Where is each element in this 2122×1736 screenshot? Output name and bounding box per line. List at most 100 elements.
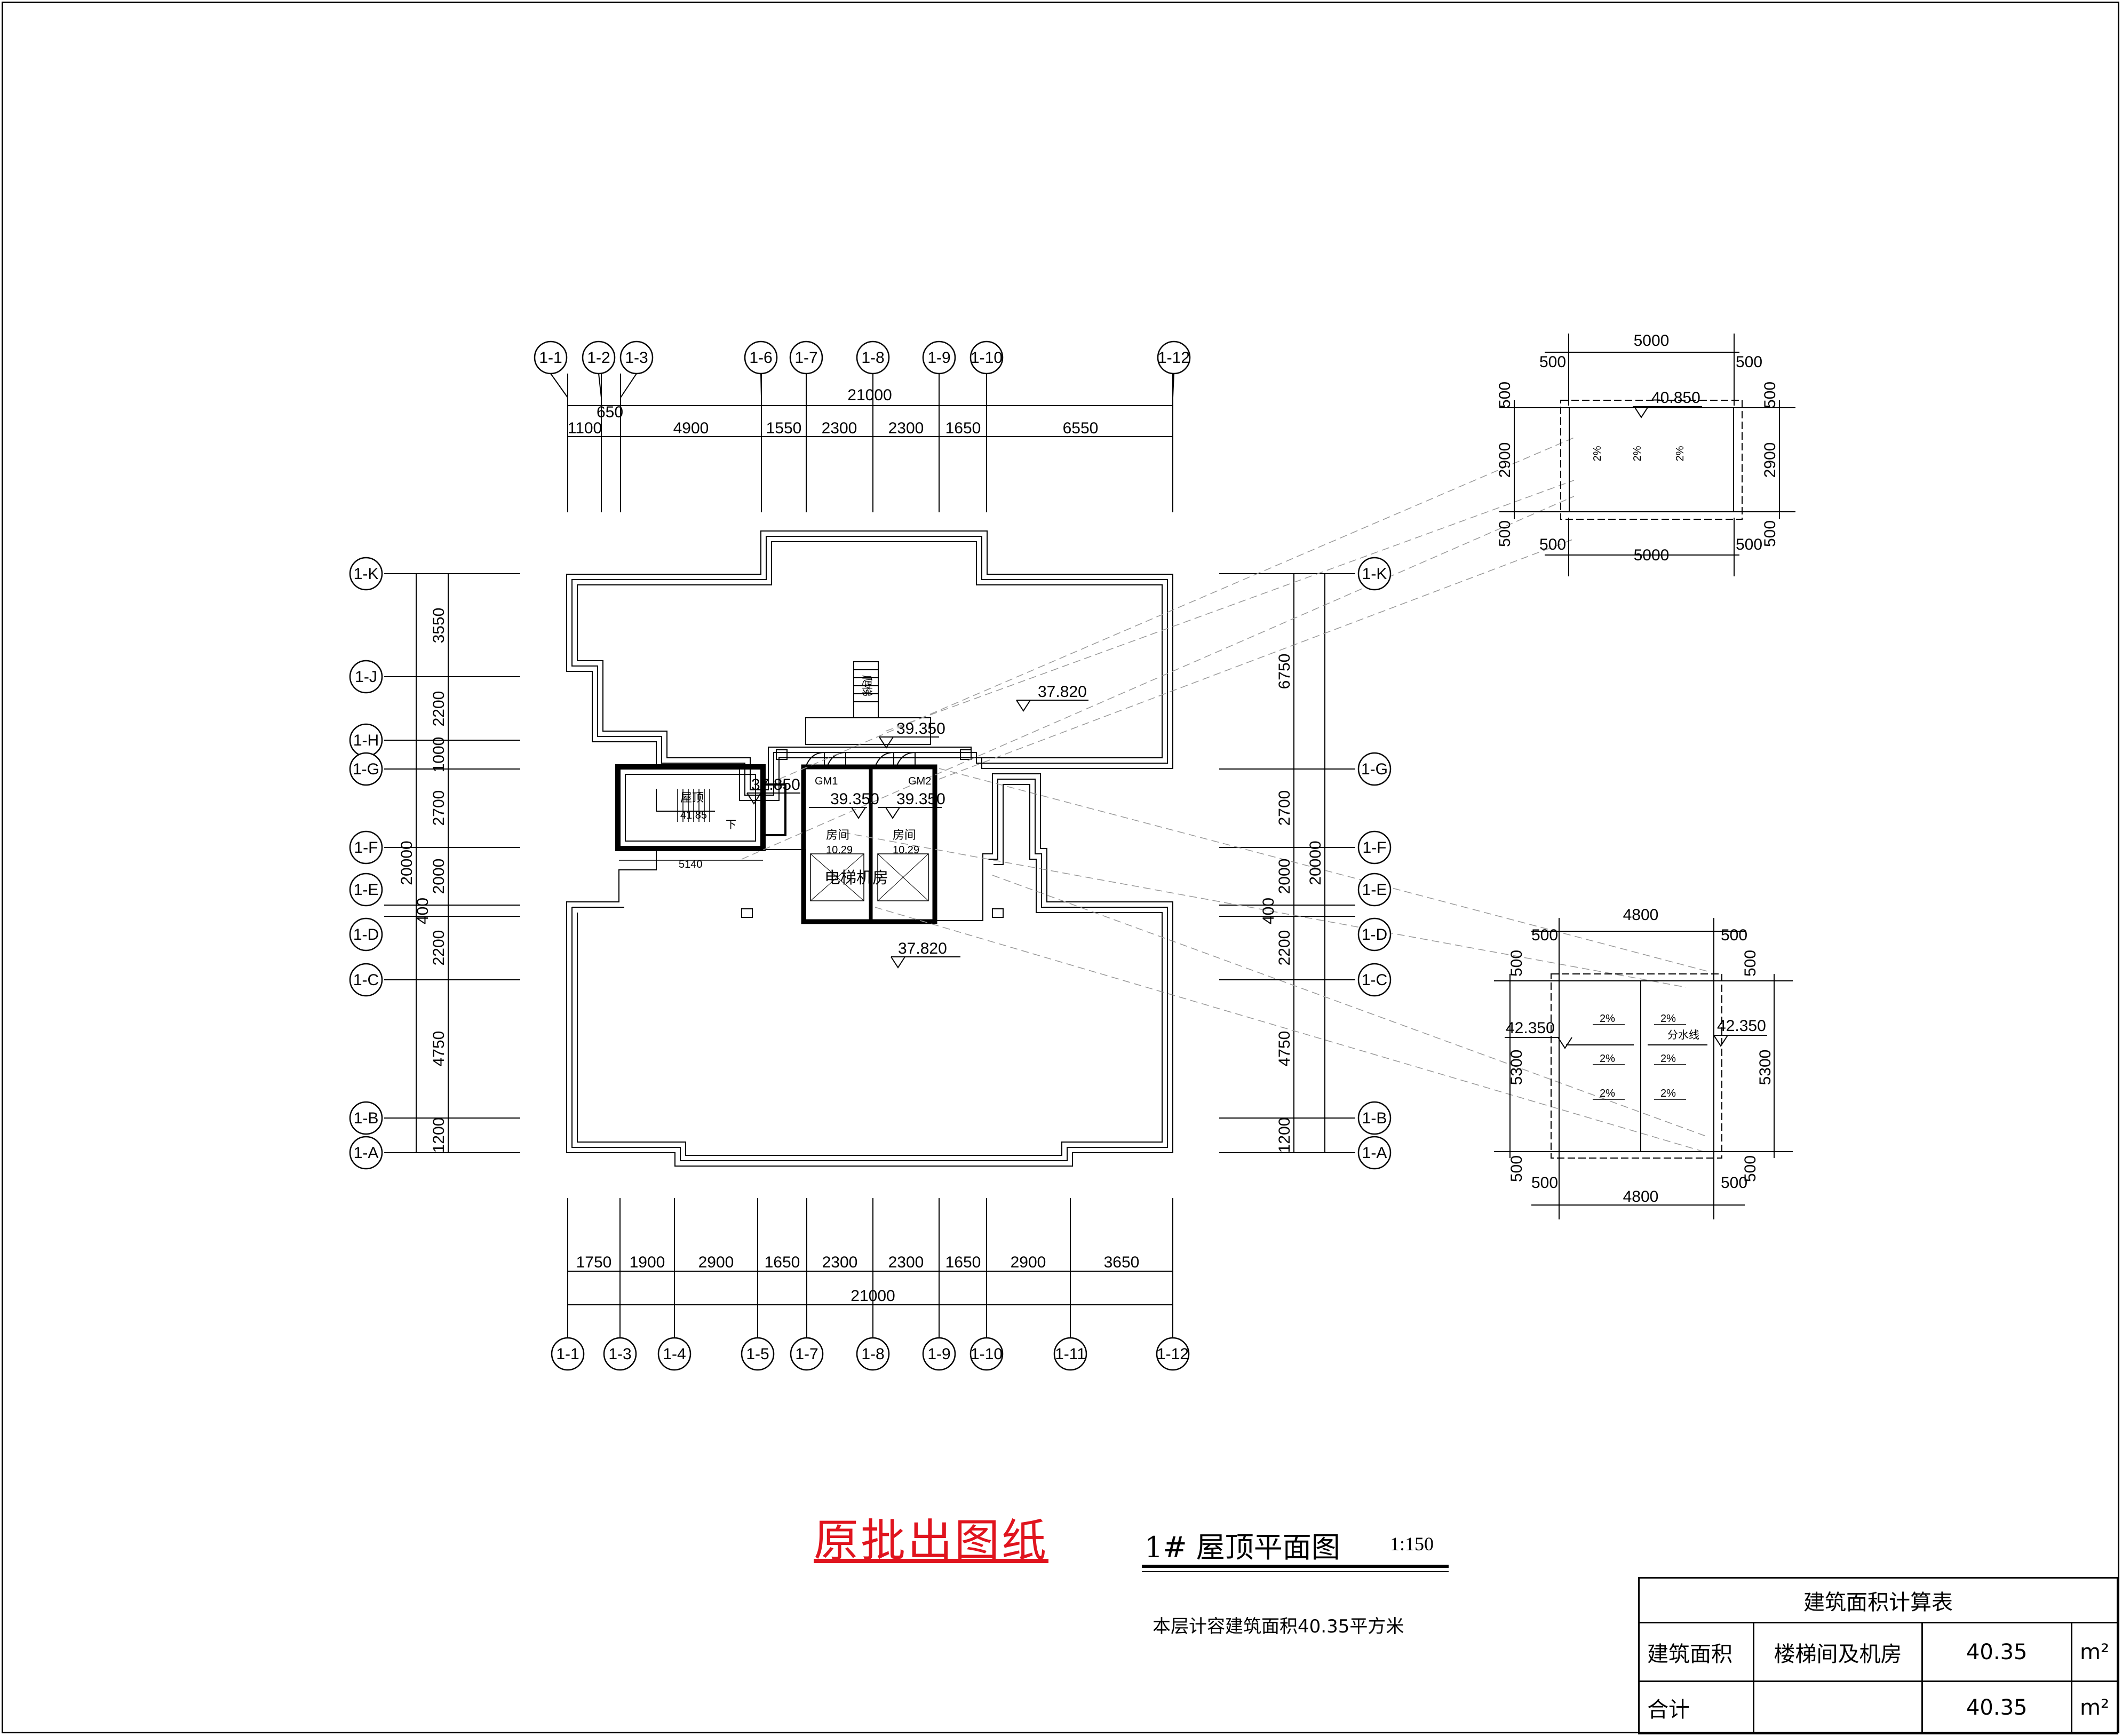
axis-bubble-left-1-G bbox=[349, 752, 383, 786]
dl-slope-3: 2% bbox=[1600, 1053, 1615, 1065]
top-dim-8: 6550 bbox=[1063, 419, 1099, 437]
bottom-dim-4: 1650 bbox=[765, 1254, 800, 1271]
top-total-dim: 21000 bbox=[847, 386, 892, 404]
du-margin-l: 500 bbox=[1539, 353, 1566, 371]
axis-bubble-top-1-8 bbox=[856, 340, 890, 375]
axis-bubble-bottom-1-11-label: 1-11 bbox=[1055, 1345, 1086, 1363]
axis-bubble-bottom-1-10-label: 1-10 bbox=[971, 1345, 1003, 1363]
left-dim-2: 2200 bbox=[430, 691, 448, 727]
du-left-3: 500 bbox=[1496, 520, 1514, 547]
table-row2-value: 40.35 bbox=[1921, 1680, 2072, 1734]
table-row2-item bbox=[1753, 1680, 1923, 1734]
top-dim-7: 1650 bbox=[945, 419, 981, 437]
table-row2-unit: m² bbox=[2071, 1680, 2118, 1734]
axis-bubble-right-1-D-label: 1-D bbox=[1362, 926, 1387, 944]
dl-slope-1: 2% bbox=[1600, 1013, 1615, 1025]
du-top: 5000 bbox=[1634, 332, 1670, 350]
table-title: 建筑面积计算表 bbox=[1638, 1577, 2118, 1623]
axis-bubble-top-1-3 bbox=[619, 340, 654, 375]
axis-bubble-left-1-J-label: 1-J bbox=[355, 668, 377, 686]
right-dim-4: 400 bbox=[1260, 898, 1277, 924]
right-total-dim: 20000 bbox=[1307, 841, 1324, 885]
axis-bubble-bottom-1-7 bbox=[790, 1337, 824, 1371]
axis-bubble-bottom-1-9-label: 1-9 bbox=[927, 1345, 950, 1363]
elevator-machine-room bbox=[801, 717, 937, 924]
dl-bottom: 4800 bbox=[1623, 1188, 1659, 1206]
stair-room bbox=[615, 764, 786, 861]
axis-bubble-top-1-7 bbox=[789, 340, 823, 375]
ladder-label: 爬梯 bbox=[861, 675, 873, 696]
elev-machine-top: 39.350 bbox=[896, 720, 945, 738]
detail-lower-box bbox=[1494, 918, 1793, 1219]
axis-bubble-bottom-1-12-label: 1-12 bbox=[1157, 1345, 1189, 1363]
axis-bubble-left-1-E-label: 1-E bbox=[354, 881, 379, 899]
elev-roof-upper: 37.820 bbox=[1038, 683, 1087, 701]
stair-dim-5140: 5140 bbox=[679, 859, 703, 870]
axis-bubble-right-1-A bbox=[1357, 1136, 1392, 1170]
axis-bubble-right-1-K bbox=[1357, 557, 1392, 591]
room2-label: 房间 bbox=[893, 829, 916, 842]
axis-bubble-left-1-G-label: 1-G bbox=[353, 760, 379, 778]
axis-bubble-top-1-3-leader bbox=[620, 373, 637, 398]
axis-bubble-left-1-E bbox=[349, 873, 383, 907]
roof-ladder bbox=[853, 661, 879, 718]
dl-right-3: 500 bbox=[1742, 1155, 1759, 1182]
area-calculation-table: 建筑面积计算表 建筑面积 楼梯间及机房 40.35 m² 合计 40.35 m² bbox=[1638, 1577, 2118, 1734]
room1-value: 10.29 bbox=[826, 844, 853, 856]
left-dim-1: 3550 bbox=[430, 608, 448, 644]
left-dim-3: 1000 bbox=[430, 737, 448, 773]
dl-right-1: 500 bbox=[1742, 950, 1759, 977]
dl-margin-r: 500 bbox=[1721, 926, 1747, 944]
drawing-title: 1# 屋顶平面图 bbox=[1145, 1531, 1340, 1564]
right-axis-extension-lines bbox=[1219, 573, 1355, 1153]
top-dim-2: 650 bbox=[597, 403, 623, 421]
left-total-dim: 20000 bbox=[398, 841, 416, 885]
axis-bubble-top-1-8-label: 1-8 bbox=[861, 349, 884, 367]
bottom-dim-7: 1650 bbox=[945, 1254, 981, 1271]
dl-slope-2: 2% bbox=[1660, 1013, 1676, 1025]
stair-room-elev: 41.85 bbox=[680, 810, 707, 821]
axis-bubble-bottom-1-10 bbox=[969, 1337, 1004, 1371]
axis-bubble-top-1-2-leader bbox=[598, 373, 602, 398]
right-dim-3: 2000 bbox=[1276, 859, 1293, 894]
left-dim-4: 2700 bbox=[430, 790, 448, 826]
axis-bubble-bottom-1-1-label: 1-1 bbox=[556, 1345, 579, 1363]
dl-top: 4800 bbox=[1623, 906, 1659, 924]
table-row1-unit: m² bbox=[2071, 1622, 2118, 1682]
du-slope-2: 2% bbox=[1632, 446, 1643, 461]
axis-bubble-left-1-D bbox=[349, 917, 383, 952]
du-right-2: 2900 bbox=[1761, 442, 1779, 478]
left-axis-extension-lines bbox=[384, 573, 520, 1153]
bottom-dim-6: 2300 bbox=[888, 1254, 924, 1271]
lower-roof-outline bbox=[566, 773, 1173, 1167]
elev-roof-lower: 37.820 bbox=[898, 940, 947, 957]
bottom-dim-8: 2900 bbox=[1011, 1254, 1046, 1271]
projection-lines bbox=[741, 437, 1708, 1153]
axis-bubble-top-1-10-label: 1-10 bbox=[971, 349, 1003, 367]
du-left-2: 2900 bbox=[1496, 442, 1514, 478]
axis-bubble-right-1-G-label: 1-G bbox=[1361, 760, 1388, 778]
detail-upper-box bbox=[1499, 334, 1795, 576]
du-right-3: 500 bbox=[1761, 520, 1779, 547]
bottom-dim-2: 1900 bbox=[630, 1254, 665, 1271]
dl-left-2: 5300 bbox=[1508, 1050, 1525, 1085]
axis-bubble-left-1-A bbox=[349, 1136, 383, 1170]
left-dim-6: 400 bbox=[414, 898, 432, 924]
du-margin-bl: 500 bbox=[1539, 536, 1566, 553]
du-right-1: 500 bbox=[1761, 382, 1779, 408]
axis-bubble-left-1-C bbox=[349, 963, 383, 997]
axis-bubble-bottom-1-4 bbox=[657, 1337, 692, 1371]
left-dim-9: 1200 bbox=[430, 1117, 448, 1153]
right-dim-1: 6750 bbox=[1276, 654, 1293, 689]
approval-stamp: 原批出图纸 bbox=[814, 1515, 1049, 1567]
right-dim-2: 2700 bbox=[1276, 790, 1293, 826]
axis-bubble-bottom-1-9 bbox=[922, 1337, 956, 1371]
axis-bubble-top-1-2-label: 1-2 bbox=[587, 349, 610, 367]
dl-margin-br: 500 bbox=[1721, 1174, 1747, 1192]
table-row1-item: 楼梯间及机房 bbox=[1753, 1622, 1923, 1682]
dl-left-3: 500 bbox=[1508, 1155, 1525, 1182]
bottom-dim-9: 3650 bbox=[1104, 1254, 1140, 1271]
axis-bubble-left-1-A-label: 1-A bbox=[354, 1144, 379, 1162]
